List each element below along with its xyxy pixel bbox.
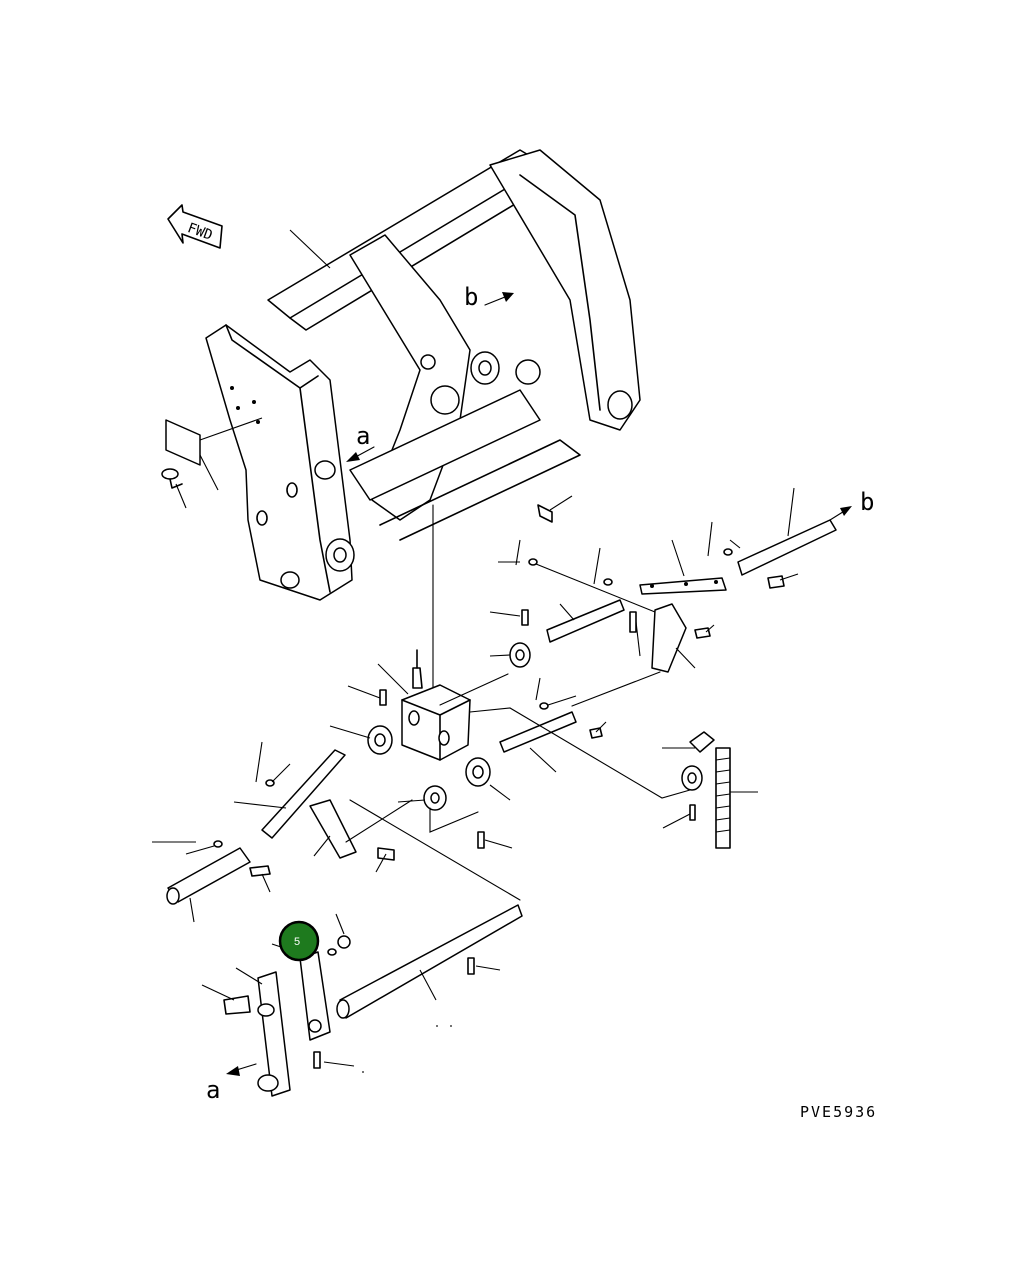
view-label-a-bottom: a [206, 1076, 220, 1104]
link-assembly-right [499, 519, 837, 849]
fwd-label: FWD [185, 220, 214, 244]
loader-frame-assembly [161, 149, 641, 601]
link-assembly-left [166, 749, 485, 905]
view-label-a-top: a [356, 422, 370, 450]
lower-arms [201, 913, 452, 1097]
drawing-code: PVE5936 [800, 1103, 877, 1121]
callout-5[interactable]: 5 [278, 920, 320, 962]
view-arrow-b-top: b [464, 283, 514, 311]
view-arrow-a-bottom: a [206, 1063, 257, 1104]
central-block [401, 649, 509, 761]
view-label-b-top: b [464, 283, 478, 311]
bushing-parts [367, 609, 531, 811]
view-label-b-right: b [860, 488, 874, 516]
callout-5-number: 5 [294, 936, 300, 948]
left-leaders [152, 741, 387, 923]
lower-shaft [336, 799, 523, 1019]
fwd-arrow-icon: FWD [167, 204, 223, 249]
upper-leaders [175, 229, 573, 511]
right-leaders [329, 487, 799, 849]
callout-5-circle[interactable] [278, 920, 320, 962]
view-arrow-a-top: a [346, 422, 375, 462]
view-arrow-b-right: b [829, 488, 874, 521]
